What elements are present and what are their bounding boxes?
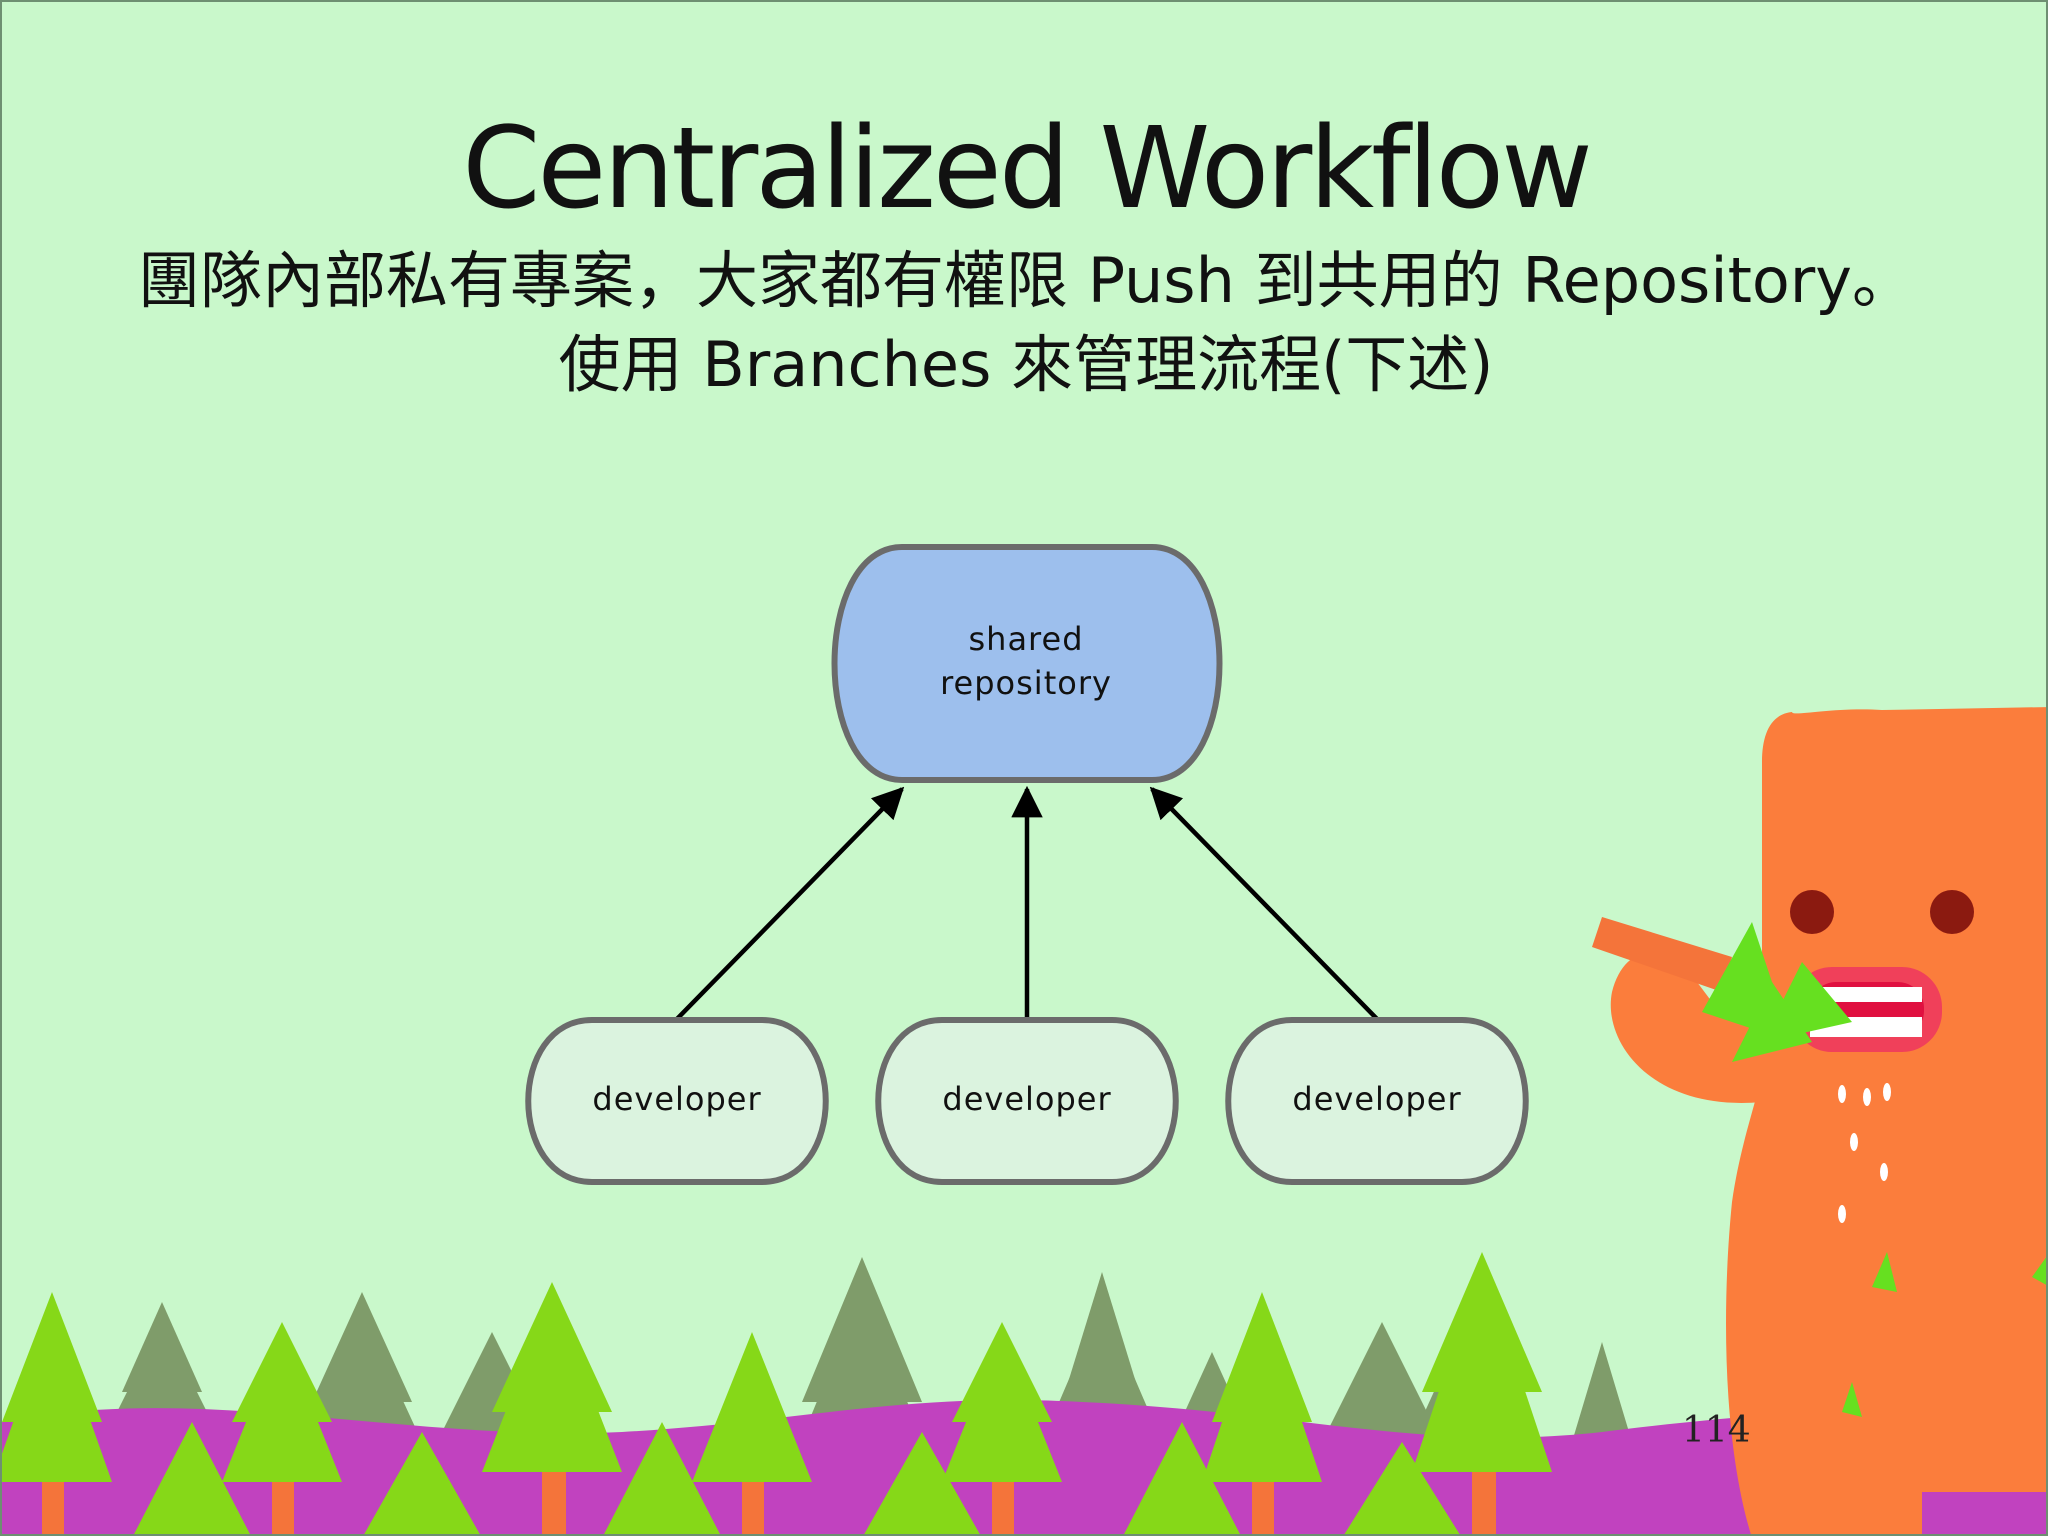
shared-repository-label-line2: repository bbox=[940, 664, 1112, 702]
developer-label-1: developer bbox=[592, 1080, 761, 1118]
front-trees bbox=[2, 1252, 1552, 1534]
developer-label-2: developer bbox=[942, 1080, 1111, 1118]
shared-repository-label-line1: shared bbox=[968, 620, 1083, 658]
subtitle-line-1: 團隊內部私有專案，大家都有權限 Push 到共用的 Repository。 bbox=[138, 244, 1914, 317]
slide-title: Centralized Workflow bbox=[462, 104, 1593, 234]
subtitle-line-2: 使用 Branches 來管理流程(下述) bbox=[558, 328, 1494, 401]
developer-node-1: developer bbox=[525, 1017, 829, 1185]
developer-node-3: developer bbox=[1225, 1017, 1529, 1185]
page-number: 114 bbox=[1682, 1410, 1751, 1451]
developer-label-3: developer bbox=[1292, 1080, 1461, 1118]
edge-dev3-to-shared bbox=[1149, 786, 1382, 1024]
shared-repository-node: shared repository bbox=[831, 544, 1223, 783]
developer-node-2: developer bbox=[875, 1017, 1179, 1185]
edge-dev1-to-shared bbox=[672, 786, 905, 1024]
orange-monster-illustration bbox=[1592, 707, 2046, 1534]
